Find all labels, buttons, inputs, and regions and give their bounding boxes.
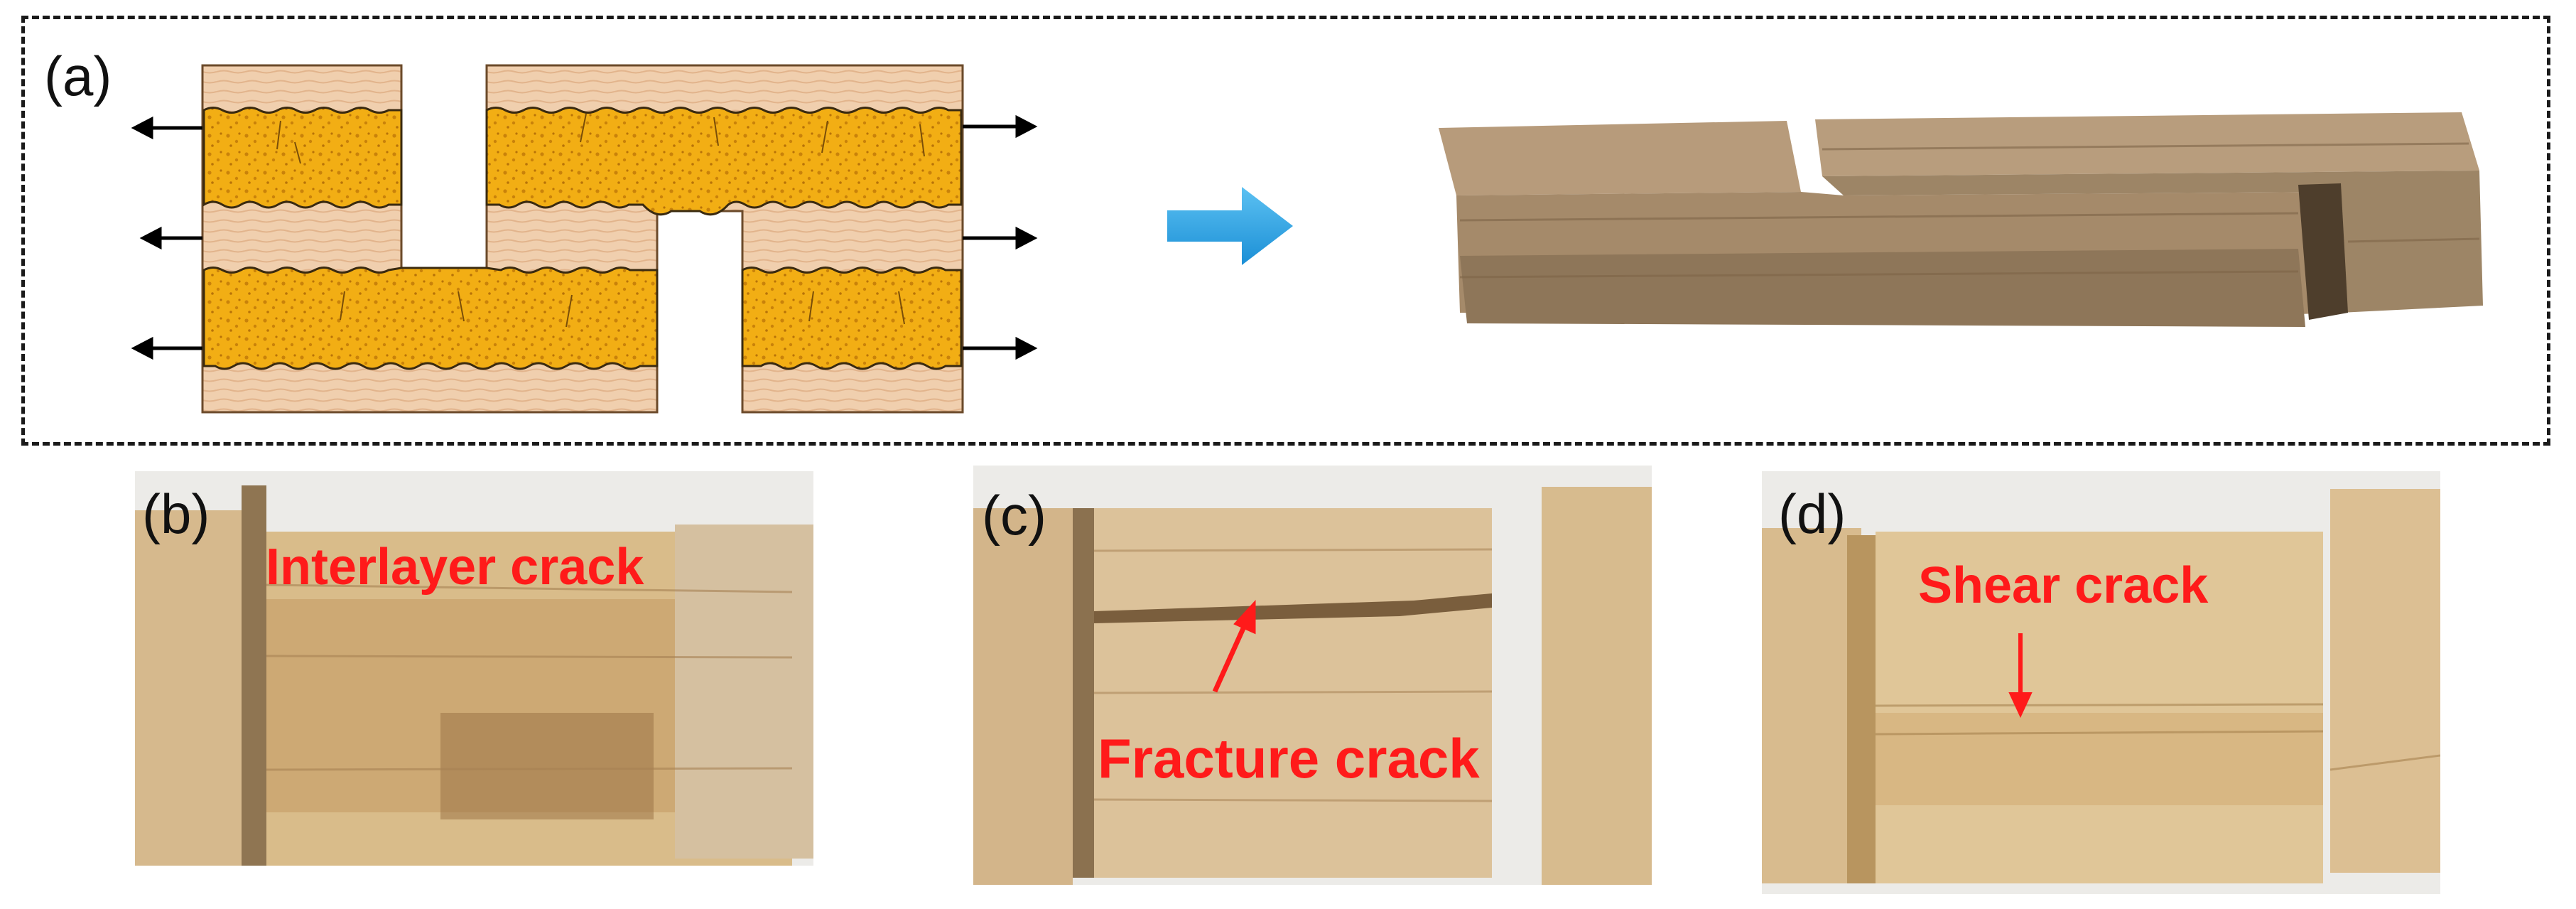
lap-joint-schematic — [131, 64, 1038, 414]
panel-b-photo — [135, 471, 813, 866]
panel-d-label: (d) — [1778, 483, 1846, 545]
interlayer-crack-annotation: Interlayer crack — [266, 539, 644, 596]
panel-a-frame — [21, 16, 2550, 446]
shear-crack-annotation: Shear crack — [1918, 557, 2209, 614]
specimen-photo — [1439, 112, 2483, 327]
panel-c-label: (c) — [982, 484, 1046, 547]
panel-a-label: (a) — [44, 45, 112, 107]
transition-arrow — [1167, 187, 1293, 265]
panel-b-label: (b) — [142, 483, 210, 545]
fracture-crack-annotation: Fracture crack — [1098, 727, 1480, 790]
panel-d-photo — [1762, 471, 2440, 894]
panel-c-photo — [973, 466, 1652, 885]
